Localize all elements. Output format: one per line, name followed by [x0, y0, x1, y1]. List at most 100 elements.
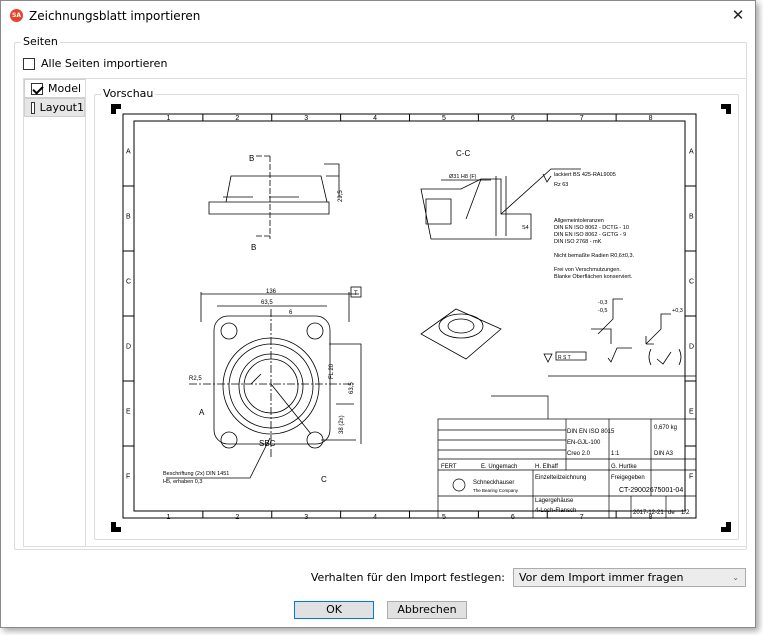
preview-label: Vorschau: [101, 87, 156, 100]
dim-label: 29,5: [338, 190, 344, 202]
rst-label: R S T: [558, 355, 571, 361]
zone-col-label: 6: [511, 514, 515, 521]
corner-mark: [721, 104, 731, 114]
view-a-label: A: [199, 408, 205, 417]
view-b-label: B: [249, 154, 254, 163]
zone-row-label: D: [689, 344, 694, 351]
zone-col-label: 5: [442, 514, 446, 521]
zone-col-label: 2: [235, 115, 239, 122]
zone-row-label: F: [126, 474, 130, 481]
inner-frame: [133, 120, 686, 512]
doc-type-value: Einzelteilzeichnung: [535, 475, 586, 481]
app-logo-icon: SA: [10, 9, 23, 22]
zone-col-label: 1: [166, 115, 170, 122]
zone-row-label: D: [126, 344, 131, 351]
import-all-label: Alle Seiten importieren: [41, 57, 168, 70]
checker-value: H. Elhaff: [535, 464, 558, 470]
title-bar: SA Zeichnungsblatt importieren ✕: [1, 1, 755, 31]
dim-label: S4: [522, 225, 529, 231]
engraving-label: SBC: [259, 439, 276, 448]
zone-row-label: C: [689, 279, 694, 286]
page-item-layout1[interactable]: Layout1: [24, 98, 85, 117]
mass-value: 0,670 kg: [654, 425, 677, 431]
dim-label: 136: [266, 289, 277, 295]
zone-col-label: 8: [649, 514, 653, 521]
diameter-note: Ø31 H8 (F): [449, 174, 477, 180]
section-label: C-C: [456, 149, 470, 158]
close-icon[interactable]: ✕: [731, 6, 745, 24]
zone-col-label: 6: [511, 115, 515, 122]
ok-button[interactable]: OK: [294, 601, 374, 619]
checkbox-layout1[interactable]: [31, 101, 35, 114]
zone-row-label: B: [689, 214, 694, 221]
status-value: Freigegeben: [611, 475, 645, 481]
zone-row-label: B: [126, 214, 131, 221]
page-item-label: Model: [48, 82, 82, 95]
side-view: [208, 155, 340, 239]
import-all-checkbox[interactable]: Alle Seiten importieren: [23, 57, 167, 70]
title-block: [437, 375, 697, 519]
checkbox-model[interactable]: [31, 82, 43, 95]
engraving-note: H5, erhaben 0,3: [163, 479, 202, 485]
import-behavior-select[interactable]: Vor dem Import immer fragen ⌄: [513, 568, 746, 587]
roughness-note: Rz 63: [554, 182, 568, 188]
page-item-model[interactable]: Model: [24, 79, 85, 98]
behavior-label: Verhalten für den Import festlegen:: [310, 571, 505, 584]
preview-panel: [85, 78, 747, 547]
general-note-line: DIN ISO 2768 - mK: [554, 239, 602, 245]
date-value: 2017-12-21: [633, 510, 664, 516]
language-value: de: [668, 510, 675, 516]
zone-col-label: 3: [304, 514, 308, 521]
general-note-line: Blanke Oberflächen konserviert.: [554, 274, 633, 280]
coating-note: lackiert BS 425-RAL9005: [554, 172, 616, 178]
page-item-label: Layout1: [39, 101, 84, 114]
zone-row-label: A: [689, 149, 694, 156]
symbols: [543, 298, 682, 366]
creator-value: E. Ungemach: [481, 464, 517, 470]
company-tagline: The Bearing Company: [473, 488, 519, 493]
general-note-line: Frei von Verschmutzungen.: [554, 267, 621, 273]
general-note-line: Allgemeintoleranzen: [554, 218, 604, 224]
engraving-note: Beschriftung (2x) DIN 1451: [163, 471, 229, 477]
material-value: EN-GJL-100: [567, 440, 601, 446]
zone-col-label: 8: [649, 115, 653, 122]
isometric-view: [420, 308, 502, 360]
checkbox[interactable]: [23, 57, 35, 70]
zone-col-label: 2: [235, 514, 239, 521]
standard-value: DIN EN ISO 8015: [567, 429, 615, 435]
tolerance-label: +0,3: [672, 308, 683, 314]
department-value: FERT: [441, 464, 457, 470]
part-name: Lagergehäuse: [535, 498, 574, 504]
part-name: 4-Loch-Flansch: [535, 508, 576, 514]
corner-mark: [721, 522, 731, 532]
zone-col-label: 4: [373, 514, 377, 521]
dim-label: FL 20: [329, 363, 335, 379]
dim-label: 63,5: [261, 300, 273, 306]
zone-col-label: 7: [580, 115, 584, 122]
corner-mark: [111, 104, 121, 114]
zone-row-label: A: [126, 149, 131, 156]
zone-row-label: E: [126, 409, 131, 416]
zone-col-label: 4: [373, 115, 377, 122]
zone-col-label: 5: [442, 115, 446, 122]
window-title: Zeichnungsblatt importieren: [29, 9, 201, 23]
zone-row-label: F: [689, 474, 693, 481]
zone-row-label: E: [689, 409, 694, 416]
corner-marks: [111, 104, 731, 532]
sheet-value: 1/2: [681, 510, 690, 516]
front-view: [166, 286, 362, 479]
corner-mark: [111, 522, 121, 532]
tolerance-label: -0,3: [598, 300, 607, 306]
zone-row-label: C: [126, 279, 131, 286]
page-list: Model Layout1: [23, 78, 86, 547]
title-block-text: DIN EN ISO 8015 EN-GJL-100 0,670 kg Creo…: [441, 425, 690, 516]
doc-number: CT-29002675001-04: [619, 487, 683, 494]
cancel-button[interactable]: Abbrechen: [387, 601, 467, 619]
sheet-size-value: DIN A3: [654, 451, 674, 457]
import-behavior-value: Vor dem Import immer fragen: [519, 571, 684, 584]
zone-col-label: 1: [166, 514, 170, 521]
import-dialog: SA Zeichnungsblatt importieren ✕ Seiten …: [0, 0, 756, 628]
preview-group: Vorschau: [94, 87, 739, 540]
